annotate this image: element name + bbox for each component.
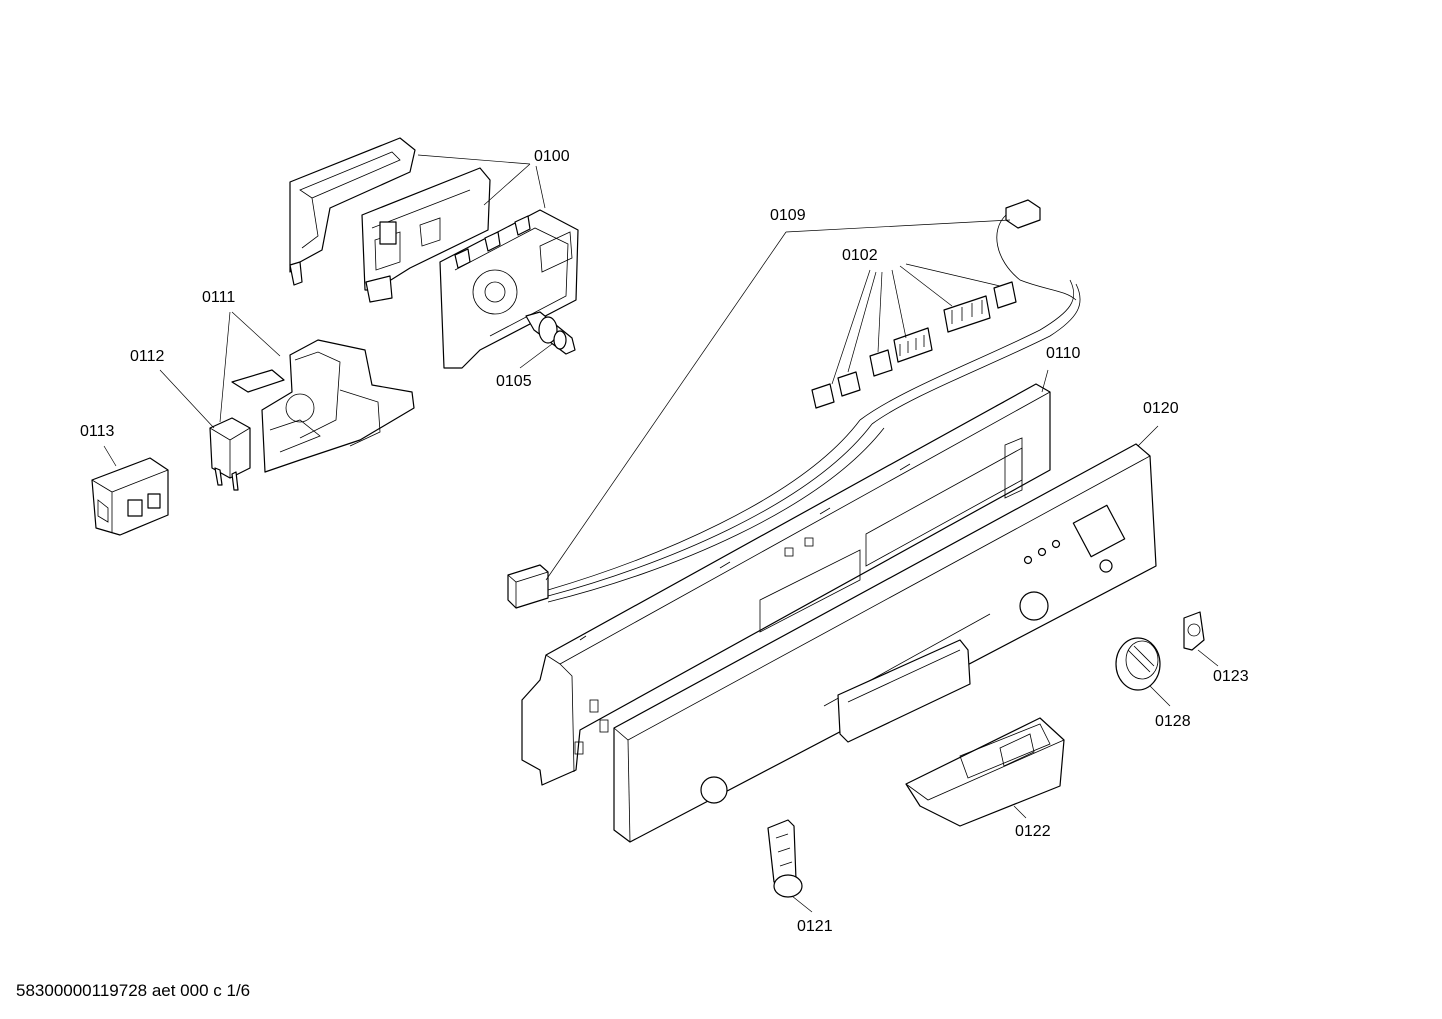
label-0102: 0102 [842, 247, 878, 264]
label-0111: 0111 [202, 289, 235, 306]
label-0123: 0123 [1213, 668, 1249, 685]
leader-lines [103, 154, 1219, 913]
label-0110: 0110 [1046, 345, 1081, 362]
label-0113: 0113 [80, 423, 115, 440]
drawing-code: 58300000119728 aet 000 c 1/6 [16, 981, 251, 1000]
part-0102-connectors[interactable] [811, 281, 1017, 409]
part-0112-relay[interactable] [209, 417, 251, 491]
part-0120-front-panel[interactable] [613, 443, 1157, 843]
part-0111-actuator-assembly[interactable] [231, 339, 415, 473]
part-0110-fascia-frame[interactable] [521, 383, 1051, 786]
label-0121: 0121 [797, 918, 833, 935]
part-0128-knob[interactable] [1115, 637, 1161, 691]
label-0109: 0109 [770, 207, 806, 224]
label-0122: 0122 [1015, 823, 1051, 840]
wiring-harness-cables [547, 214, 1081, 603]
label-0120: 0120 [1143, 400, 1179, 417]
part-0121-lever[interactable] [767, 819, 803, 898]
part-0100-control-module[interactable] [289, 137, 579, 369]
label-0105: 0105 [496, 373, 532, 390]
part-0122-tray[interactable] [905, 717, 1065, 827]
label-0112: 0112 [130, 348, 165, 365]
label-0100: 0100 [534, 148, 570, 165]
label-0128: 0128 [1155, 713, 1191, 730]
part-0109-harness-connector[interactable] [507, 199, 1041, 609]
part-0113-switch-block[interactable] [91, 457, 169, 536]
part-0123-clip[interactable] [1183, 611, 1205, 651]
part-0105-sensor[interactable] [525, 311, 576, 355]
